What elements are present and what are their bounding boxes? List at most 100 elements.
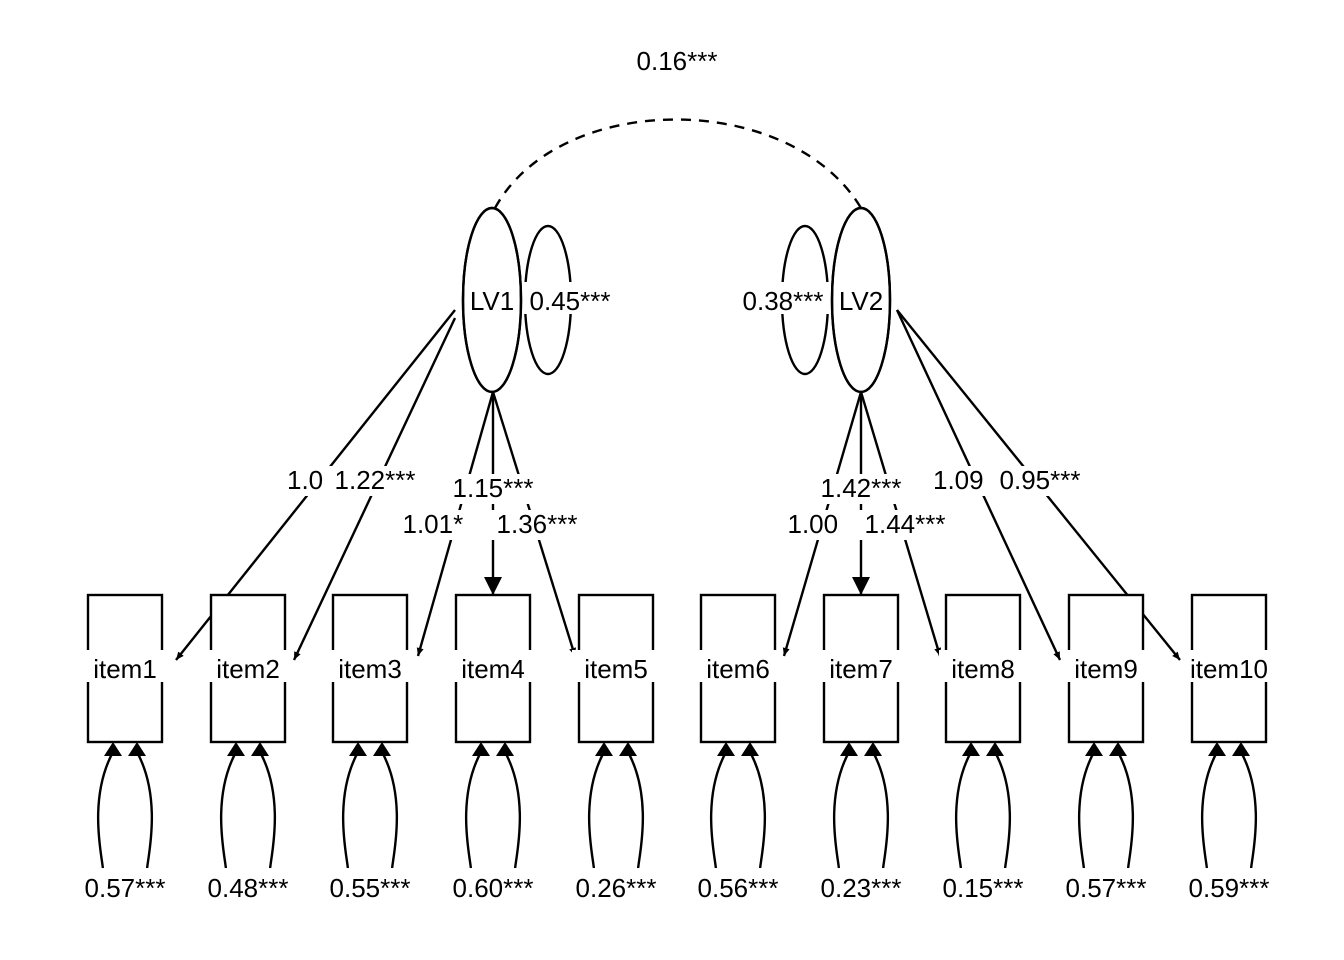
residual-item9-label: 0.57*** <box>1066 873 1147 903</box>
loading-arrowhead-item1 <box>176 651 184 660</box>
observed-item6-label-bg <box>694 650 782 682</box>
loading-label-bg-item8 <box>855 510 955 540</box>
residual-loop-left-item1 <box>96 751 115 871</box>
residual-item5-bg <box>568 868 664 900</box>
residual-loop-right-item4 <box>503 751 522 871</box>
residual-item5-label: 0.26*** <box>576 873 657 903</box>
latent-lv1-variance-bg <box>523 282 617 314</box>
residual-arrowhead-item1 <box>128 742 146 756</box>
loading-label-item2: 1.22*** <box>335 465 416 495</box>
observed-item1-label-bg <box>81 650 169 682</box>
observed-item4-label: item4 <box>461 654 525 684</box>
residual-item3-bg <box>322 868 418 900</box>
residual-item6-label: 0.56*** <box>698 873 779 903</box>
residual-item1-bg <box>77 868 173 900</box>
residual-arrowhead-item4 <box>496 742 514 756</box>
residual-loop-left-item4 <box>464 751 483 871</box>
residual-item8-bg <box>935 868 1031 900</box>
residual-item10-label: 0.59*** <box>1189 873 1270 903</box>
latent-lv2-variance-label: 0.38*** <box>743 286 824 316</box>
observed-item10-label-bg <box>1185 650 1273 682</box>
residual-item7-label: 0.23*** <box>821 873 902 903</box>
loading-arrowhead-item4 <box>484 577 502 595</box>
residual-loop-right-item9 <box>1116 751 1135 871</box>
residual-arrowhead-item9 <box>1109 742 1127 756</box>
loading-label-bg-item5 <box>487 510 587 540</box>
residual-item3-label: 0.55*** <box>330 873 411 903</box>
loading-arrowhead-item7 <box>852 577 870 595</box>
residual-arrowhead-item3 <box>373 742 391 756</box>
loading-arrowhead-item9 <box>1053 651 1060 660</box>
latent-lv2-variance-bg <box>736 282 830 314</box>
residual-item10-bg <box>1181 868 1277 900</box>
observed-item6-label: item6 <box>706 654 770 684</box>
residual-item4-label: 0.60*** <box>453 873 534 903</box>
residual-item7-bg <box>813 868 909 900</box>
loading-label-item5: 1.36*** <box>497 509 578 539</box>
loading-arrowhead-item10 <box>1172 651 1180 660</box>
loading-arrowhead-item6 <box>782 647 790 656</box>
loading-label-bg-item6 <box>785 510 851 540</box>
residual-loop-left-item6 <box>709 751 728 871</box>
residual-arrowhead-item6 <box>717 742 735 756</box>
covariance-label: 0.16*** <box>637 46 718 76</box>
residual-loop-right-item5 <box>626 751 645 871</box>
residual-loop-left-item8 <box>954 751 973 871</box>
latent-lv1-outline <box>461 206 523 394</box>
residual-arrowhead-item10 <box>1232 742 1250 756</box>
latent-lv1-name: LV1 <box>470 286 514 316</box>
observed-item9-label-bg <box>1062 650 1150 682</box>
residual-loop-right-item2 <box>258 751 277 871</box>
residual-arrowhead-item3 <box>349 742 367 756</box>
loading-label-item3: 1.01* <box>403 509 464 539</box>
residual-arrowhead-item7 <box>840 742 858 756</box>
residual-arrowhead-item9 <box>1085 742 1103 756</box>
loading-label-bg-item7 <box>811 474 911 504</box>
residual-item2-label: 0.48*** <box>208 873 289 903</box>
residual-loop-left-item10 <box>1200 751 1219 871</box>
residual-item2-bg <box>200 868 296 900</box>
residual-loop-right-item6 <box>748 751 767 871</box>
observed-item8-label-bg <box>939 650 1027 682</box>
residual-loop-right-item10 <box>1239 751 1258 871</box>
loading-label-bg-item1 <box>285 466 325 496</box>
loading-label-item8: 1.44*** <box>865 509 946 539</box>
residual-item1-label: 0.57*** <box>85 873 166 903</box>
node-layer <box>86 206 1268 871</box>
observed-item3-label-bg <box>326 650 414 682</box>
residual-arrowhead-item8 <box>986 742 1004 756</box>
loading-label-bg-item9 <box>931 466 989 496</box>
loading-label-item10: 0.95*** <box>1000 465 1081 495</box>
residual-item8-label: 0.15*** <box>943 873 1024 903</box>
observed-item1-label: item1 <box>93 654 157 684</box>
residual-loop-left-item3 <box>341 751 360 871</box>
loading-label-bg-item10 <box>990 466 1090 496</box>
loading-arrowhead-item3 <box>416 647 424 656</box>
residual-item9-bg <box>1058 868 1154 900</box>
loading-label-bg-item3 <box>400 510 496 540</box>
residual-loop-left-item9 <box>1077 751 1096 871</box>
loading-label-item6: 1.00 <box>788 509 839 539</box>
latent-lv1-variance-label: 0.45*** <box>530 286 611 316</box>
residual-arrowhead-item5 <box>595 742 613 756</box>
observed-item8-label: item8 <box>951 654 1015 684</box>
loading-label-item7: 1.42*** <box>821 473 902 503</box>
loading-label-bg-item2 <box>325 466 425 496</box>
residual-arrowhead-item5 <box>619 742 637 756</box>
observed-item9-label: item9 <box>1074 654 1138 684</box>
covariance-lv1-lv2-arc <box>493 118 863 209</box>
residual-arrowhead-item10 <box>1208 742 1226 756</box>
observed-item2-label: item2 <box>216 654 280 684</box>
residual-loop-right-item3 <box>380 751 399 871</box>
residual-arrowhead-item1 <box>104 742 122 756</box>
residual-arrowhead-item8 <box>962 742 980 756</box>
residual-arrowhead-item7 <box>864 742 882 756</box>
observed-item5-label: item5 <box>584 654 648 684</box>
latent-lv2-name-bg <box>835 282 887 314</box>
residual-arrowhead-item2 <box>251 742 269 756</box>
residual-arrowhead-item2 <box>227 742 245 756</box>
covariance-label-bg <box>626 45 730 77</box>
loading-label-item4: 1.15*** <box>453 473 534 503</box>
residual-loop-left-item5 <box>587 751 606 871</box>
